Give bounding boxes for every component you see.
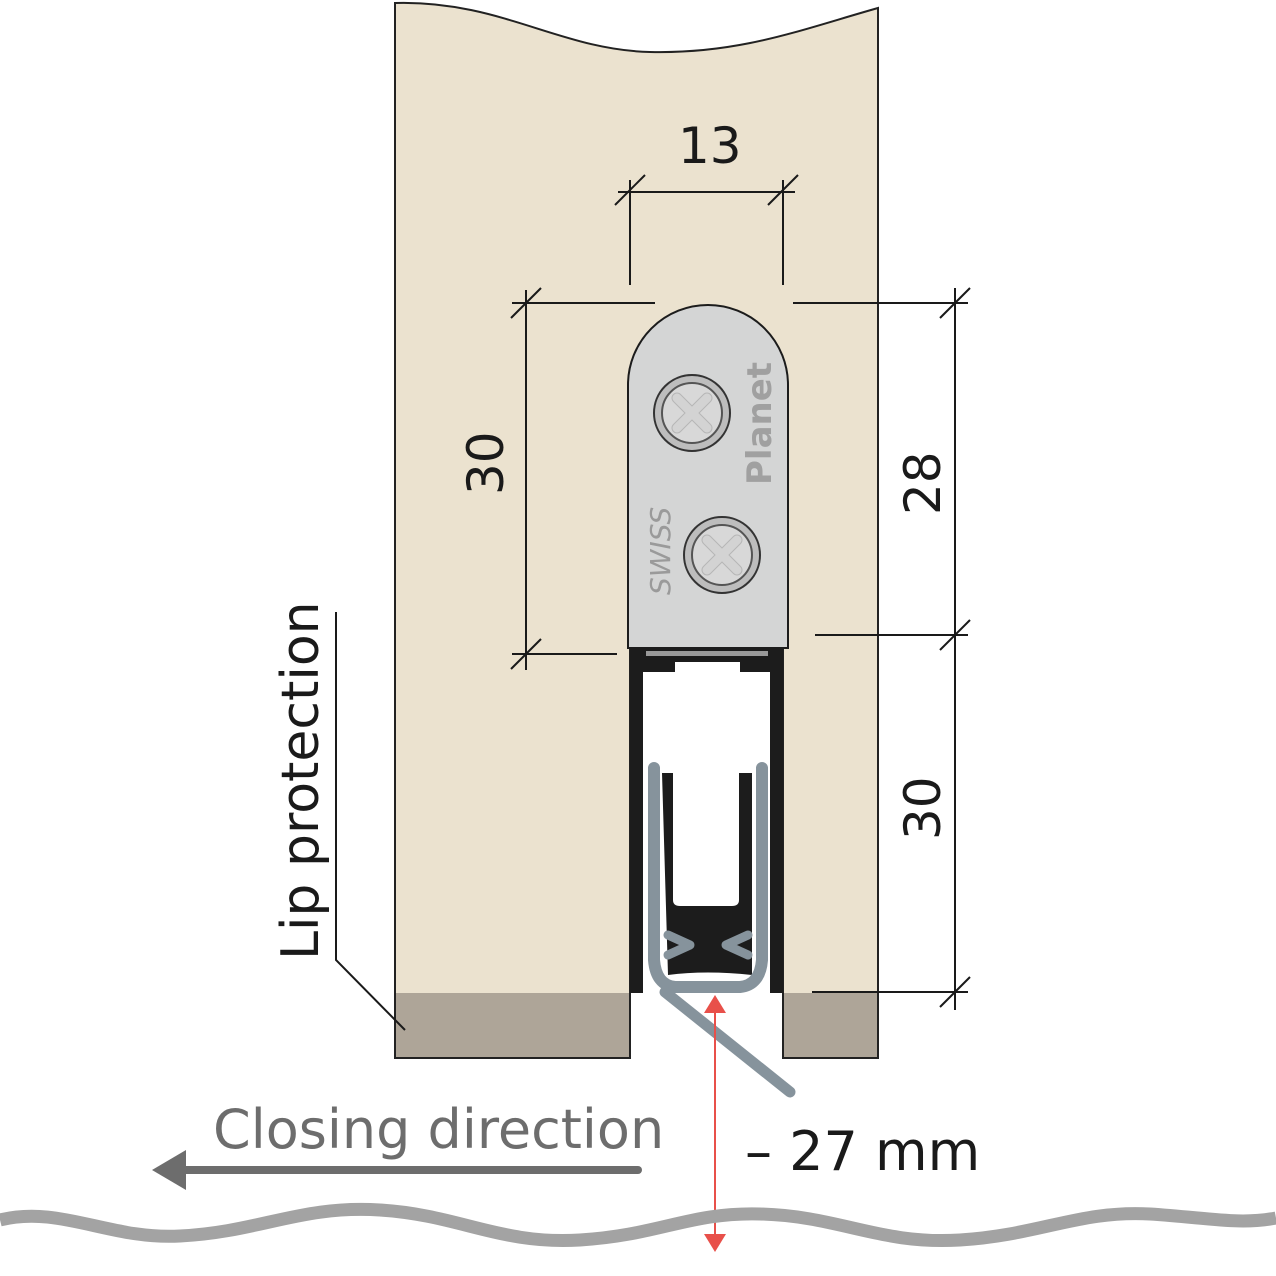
brand-swiss: SWISS bbox=[644, 507, 677, 595]
screw-icon bbox=[653, 374, 731, 452]
drop-distance-arrow-icon bbox=[704, 995, 726, 1252]
lip-protection-left bbox=[396, 993, 629, 1057]
screw-icon bbox=[683, 516, 761, 594]
dimension-right-30: 30 bbox=[894, 776, 952, 840]
dimension-right-28: 28 bbox=[894, 451, 952, 515]
rubber-seal bbox=[648, 762, 796, 1098]
dimension-width-13: 13 bbox=[678, 117, 742, 175]
closing-direction-label: Closing direction bbox=[213, 1098, 664, 1161]
drop-distance-label: – 27 mm bbox=[745, 1120, 980, 1183]
closing-direction-arrow-icon bbox=[152, 1150, 642, 1190]
brand-planet: Planet bbox=[740, 362, 780, 485]
channel-profile bbox=[630, 648, 783, 993]
floor-line bbox=[0, 1202, 1276, 1248]
lip-protection-label: Lip protection bbox=[271, 601, 331, 960]
seal-carrier bbox=[662, 773, 752, 975]
dimension-lines bbox=[335, 174, 971, 1031]
lip-protection-right bbox=[784, 993, 877, 1057]
dimension-plate-30: 30 bbox=[457, 431, 515, 495]
